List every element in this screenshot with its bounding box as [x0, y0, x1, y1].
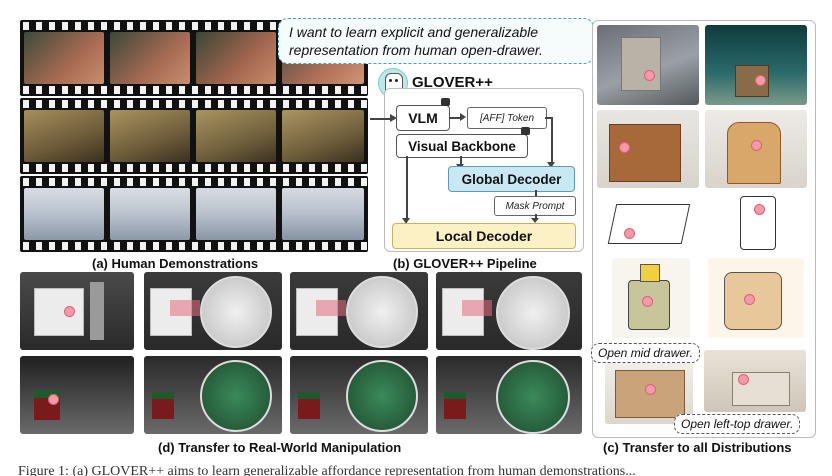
sim-robot-image: [705, 25, 807, 105]
vlm-block: VLM: [396, 105, 450, 131]
robot-frame-step-2: [290, 272, 428, 350]
zoom-inset: [200, 360, 272, 432]
instruction-speech-bubble: I want to learn explicit and generalizab…: [278, 18, 594, 64]
zoom-inset: [496, 276, 570, 350]
real-dresser-image-2: [704, 350, 806, 412]
demo-frame: [282, 188, 364, 240]
global-decoder-label: Global Decoder: [461, 171, 562, 187]
cartoon-dresser-image: [708, 258, 804, 338]
affordance-point: [619, 142, 630, 153]
affordance-point: [64, 306, 75, 317]
demo-frame: [24, 110, 104, 162]
input-arrow-head: [390, 114, 397, 122]
arrow-head: [547, 162, 555, 168]
vlm-label: VLM: [408, 110, 438, 126]
real-nightstand-image: [597, 110, 699, 188]
global-to-mask-line: [535, 190, 537, 196]
vlm-to-token-line: [449, 117, 462, 119]
backbone-to-global-line: [460, 156, 462, 166]
affordance-point: [755, 75, 766, 86]
zoom-inset: [200, 276, 272, 348]
affordance-point: [754, 204, 765, 215]
token-to-global-line: [551, 117, 553, 165]
aff-token-block: [AFF] Token: [467, 107, 547, 129]
arrow-head: [460, 113, 466, 121]
affordance-point: [624, 228, 635, 239]
backbone-to-local-line: [406, 156, 408, 220]
demo-frame: [24, 32, 104, 84]
robot-frame-initial-2: [20, 356, 134, 434]
demo-frame: [110, 188, 190, 240]
robot-frame-step-3: [436, 272, 582, 350]
robot-frame-step-4: [144, 356, 282, 434]
instruction-text: I want to learn explicit and generalizab…: [289, 24, 543, 58]
robot-frame-step-6: [436, 356, 582, 434]
input-arrow-line: [370, 118, 392, 120]
local-decoder-block: Local Decoder: [392, 223, 576, 249]
real-cabinet-image: [705, 110, 807, 188]
figure-caption-text: Figure 1: (a) GLOVER++ aims to learn gen…: [18, 464, 636, 476]
cartoon-cabinet-image: [612, 258, 690, 338]
arrow-head: [402, 218, 410, 224]
mask-prompt-block: Mask Prompt: [494, 196, 576, 216]
callout-left-top-drawer: Open left-top drawer.: [674, 414, 801, 434]
demo-frame: [196, 188, 276, 240]
affordance-point: [644, 70, 655, 81]
robot-frame-step-1: [144, 272, 282, 350]
demo-frame: [196, 110, 276, 162]
global-decoder-block: Global Decoder: [448, 166, 575, 192]
caption-panel-b: (b) GLOVER++ Pipeline: [393, 256, 537, 271]
demo-frame: [24, 188, 104, 240]
affordance-point: [48, 394, 59, 405]
demo-frame: [110, 32, 190, 84]
local-decoder-label: Local Decoder: [435, 228, 533, 244]
affordance-point: [738, 374, 749, 385]
sim-cabinet-image: [597, 25, 699, 105]
affordance-point: [642, 296, 653, 307]
visual-backbone-label: Visual Backbone: [408, 138, 516, 154]
demo-frame: [110, 110, 190, 162]
visual-backbone-block: Visual Backbone: [396, 134, 528, 158]
model-title: GLOVER++: [412, 74, 493, 91]
affordance-point: [751, 140, 762, 151]
sketch-cabinet-image: [712, 192, 802, 252]
real-dresser-image-1: [605, 362, 693, 424]
robot-frame-initial: [20, 272, 134, 350]
panel-d-real-world: [20, 272, 582, 436]
caption-panel-d: (d) Transfer to Real-World Manipulation: [158, 440, 402, 455]
film-strip-2: [20, 98, 368, 174]
aff-token-label: [AFF] Token: [479, 112, 535, 124]
affordance-point: [645, 384, 656, 395]
robot-frame-step-5: [290, 356, 428, 434]
zoom-inset: [346, 276, 418, 348]
token-branch-line: [545, 117, 552, 119]
zoom-inset: [496, 360, 570, 434]
lock-icon: [521, 127, 530, 135]
sketch-drawer-image: [602, 194, 698, 252]
demo-frame: [196, 32, 276, 84]
callout-mid-drawer: Open mid drawer.: [591, 343, 700, 363]
affordance-point: [744, 294, 755, 305]
mascot-icon: [378, 68, 408, 98]
mask-prompt-label: Mask Prompt: [505, 200, 565, 212]
film-strip-3: [20, 176, 368, 252]
zoom-inset: [346, 360, 418, 432]
caption-panel-c: (c) Transfer to all Distributions: [603, 440, 792, 455]
demo-frame: [282, 110, 364, 162]
lock-icon: [441, 98, 450, 106]
mask-to-local-line: [535, 214, 537, 220]
arrow-head: [531, 218, 539, 223]
caption-panel-a: (a) Human Demonstrations: [92, 256, 259, 271]
